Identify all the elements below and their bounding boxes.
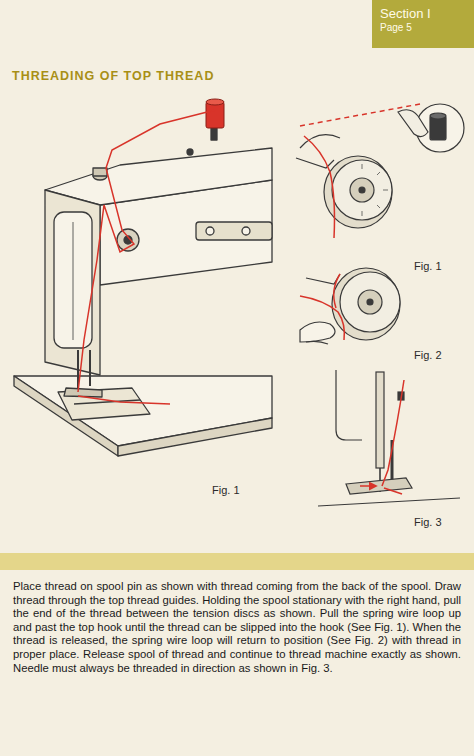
needle-closeup-part	[336, 370, 362, 440]
tension-assembly-part	[306, 274, 340, 284]
thread-fig2-part	[334, 274, 340, 308]
thread-fig3	[360, 380, 404, 494]
sewing-machine-part	[64, 388, 102, 397]
tension-assembly-part	[300, 322, 335, 342]
thread-fig3-part	[384, 488, 402, 494]
thread-spool	[206, 99, 224, 128]
figure-label: Fig. 1	[414, 260, 442, 272]
tension-assembly-part	[340, 272, 400, 332]
tension-assembly-part	[377, 172, 380, 175]
sewing-machine-part	[45, 190, 100, 375]
thread-fig2-part	[300, 296, 344, 340]
tension-assembly-part	[383, 190, 388, 191]
section-label: Page 5	[380, 22, 466, 35]
needle-closeup-part	[346, 478, 412, 494]
tension-assembly-part	[332, 268, 400, 340]
tension-assembly-part	[350, 178, 374, 202]
sewing-machine-part	[242, 227, 250, 235]
thread-path-part	[78, 110, 215, 392]
figure-label: Fig. 3	[414, 516, 442, 528]
sewing-machine-part	[118, 418, 272, 456]
sewing-machine-part	[45, 148, 272, 205]
page-title: THREADING OF TOP THREAD	[12, 69, 214, 83]
thread-fig1-part	[300, 104, 420, 126]
tension-assembly-part	[306, 341, 328, 344]
tension-assembly-part	[362, 211, 363, 216]
tension-assembly-part	[367, 299, 373, 305]
tension-assembly-part	[358, 290, 382, 314]
sewing-machine-part	[187, 149, 193, 155]
tension-assembly-part	[359, 187, 365, 193]
sewing-machine-part	[73, 222, 74, 340]
tension-assembly-part	[362, 164, 388, 216]
tension-assembly-part	[332, 160, 392, 220]
needle-closeup-part	[318, 498, 460, 506]
thread-fig3-part	[382, 380, 404, 486]
thread-spool-part	[206, 102, 224, 128]
sewing-machine	[14, 128, 272, 456]
tension-assembly-part	[377, 205, 380, 208]
tension-assembly-part	[430, 113, 446, 119]
sewing-machine-part	[211, 128, 217, 140]
thread-fig3-part	[360, 485, 376, 487]
needle-closeup-part	[376, 372, 384, 468]
needle-closeup	[318, 370, 460, 506]
sewing-machine-part	[58, 388, 150, 420]
tension-assembly-part	[362, 164, 363, 169]
section-label: Section I	[380, 6, 466, 22]
thread-path	[78, 110, 215, 404]
sewing-machine-part	[93, 168, 107, 176]
sewing-machine-part	[196, 222, 272, 240]
instruction-text: Place thread on spool pin as shown with …	[13, 580, 461, 675]
instruction-band: Place thread on spool pin as shown with …	[0, 553, 474, 684]
thread-fig1	[300, 104, 420, 238]
tension-assembly	[300, 268, 400, 344]
thread-fig2	[300, 274, 344, 340]
sewing-machine-part	[206, 227, 214, 235]
tension-assembly-part	[398, 110, 428, 137]
thread-path-part	[78, 396, 170, 404]
figure-label: Fig. 1	[212, 484, 240, 496]
figure-label: Fig. 2	[414, 349, 442, 361]
section-tab: Section IPage 5	[372, 0, 474, 48]
thread-spool-part	[206, 99, 224, 105]
thread-fig1-part	[304, 136, 335, 238]
sewing-machine-part	[89, 350, 91, 386]
tension-assembly	[296, 104, 464, 228]
